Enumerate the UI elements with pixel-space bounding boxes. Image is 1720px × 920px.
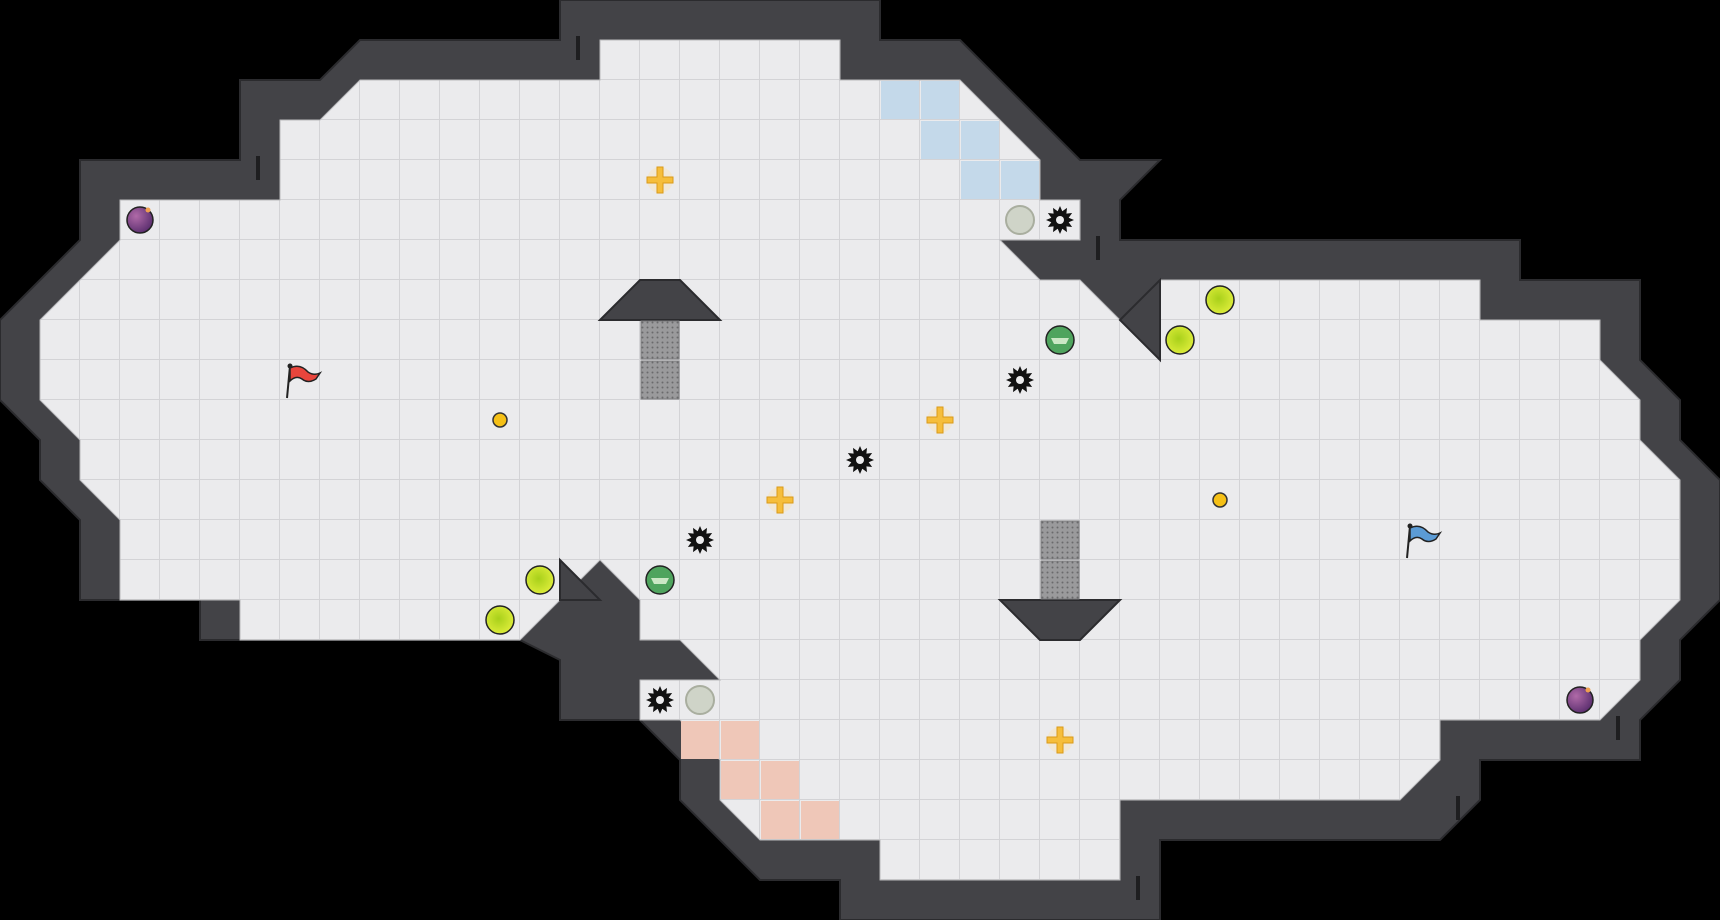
wall-ramp-down	[997, 599, 1123, 641]
red-zone-tile	[761, 761, 799, 799]
gates	[640, 320, 1080, 600]
portal-icon	[645, 565, 675, 595]
wall-spur-left	[559, 557, 603, 601]
map-items	[126, 166, 1594, 754]
bomb-icon	[1566, 686, 1594, 714]
neutral-pad-icon	[685, 685, 715, 715]
gate-tile	[640, 360, 680, 400]
red-zone-tile	[721, 721, 759, 759]
portal-icon	[1045, 325, 1075, 355]
red-zone-tile	[681, 721, 719, 759]
boost-icon	[646, 166, 674, 194]
team-zones	[681, 81, 1039, 839]
button-icon	[492, 412, 508, 428]
gate-tile	[1040, 560, 1080, 600]
boost-icon	[766, 486, 794, 514]
powerup-icon	[525, 565, 555, 595]
red-flag-icon	[286, 363, 323, 399]
blue-zone-tile	[921, 121, 959, 159]
powerup-icon	[485, 605, 515, 635]
powerup-icon	[1205, 285, 1235, 315]
button-icon	[1212, 492, 1228, 508]
spike-icon	[1006, 366, 1034, 394]
spike-icon	[1046, 206, 1074, 234]
boost-icon	[926, 406, 954, 434]
red-zone-tile	[761, 801, 799, 839]
blue-zone-tile	[961, 121, 999, 159]
red-zone-tile	[721, 761, 759, 799]
blue-zone-tile	[921, 81, 959, 119]
neutral-pad-icon	[1005, 205, 1035, 235]
blue-zone-tile	[881, 81, 919, 119]
gate-tile	[640, 320, 680, 360]
blue-zone-tile	[1001, 161, 1039, 199]
bomb-icon	[126, 206, 154, 234]
spike-icon	[846, 446, 874, 474]
gate-tile	[1040, 520, 1080, 560]
boost-icon	[1046, 726, 1074, 754]
wall-spur-right	[1118, 277, 1161, 363]
blue-flag-icon	[1406, 523, 1443, 559]
powerup-icon	[1165, 325, 1195, 355]
spike-icon	[646, 686, 674, 714]
red-zone-tile	[801, 801, 839, 839]
wall-ramp-up	[597, 279, 723, 321]
wall-studs	[256, 36, 1620, 900]
spike-icon	[686, 526, 714, 554]
blue-zone-tile	[961, 161, 999, 199]
